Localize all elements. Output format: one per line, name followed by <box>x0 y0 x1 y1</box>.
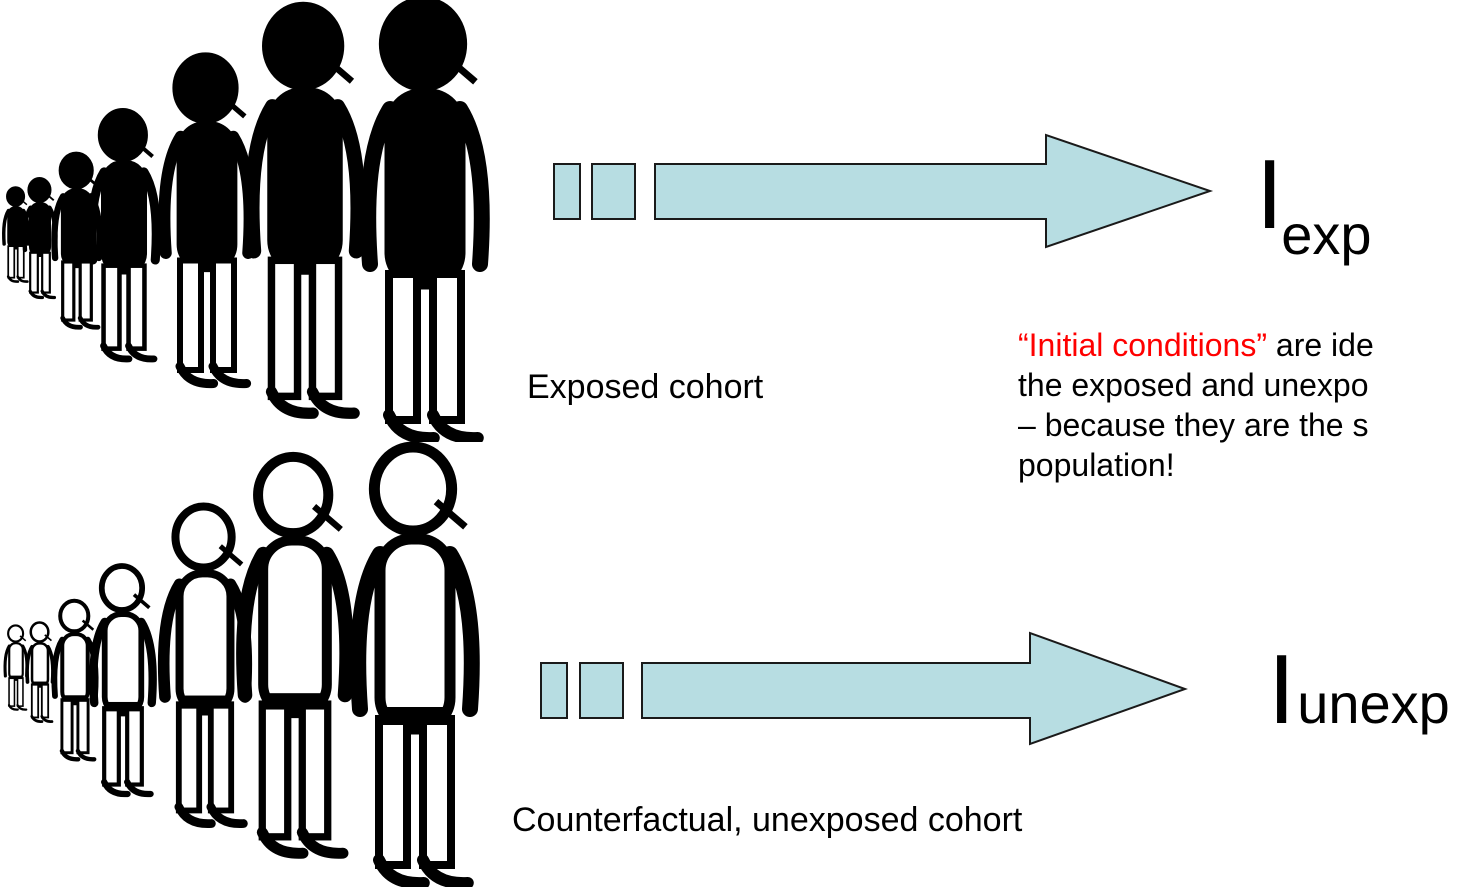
note-line-1: “Initial conditions” are ide <box>1018 325 1478 365</box>
exposed-person-icon <box>244 1 366 419</box>
arrow-dash-2 <box>591 163 636 220</box>
arrow-body <box>654 133 1214 249</box>
exposed-arrow <box>553 133 1214 249</box>
incidence-unexposed-subscript: unexp <box>1297 672 1450 735</box>
unexposed-person-icon <box>51 598 99 762</box>
arrow-dash-2 <box>579 662 624 719</box>
exposed-person-icon <box>51 151 103 330</box>
unexposed-person-icon <box>157 502 253 828</box>
note-line-3: – because they are the s <box>1018 407 1369 443</box>
unexposed-arrow <box>540 631 1188 746</box>
unexposed-figures <box>3 441 480 887</box>
unexposed-person-icon <box>25 621 55 723</box>
note-line-4: population! <box>1018 447 1175 483</box>
unexposed-person-icon <box>89 563 157 798</box>
arrow-dash-1 <box>553 163 581 220</box>
incidence-exposed: Iexp <box>1256 139 1372 263</box>
note-highlight: “Initial conditions” <box>1018 327 1267 363</box>
exposed-person-icon <box>87 108 161 363</box>
unexposed-cohort-label: Counterfactual, unexposed cohort <box>512 801 1023 839</box>
exposed-person-icon <box>360 0 490 442</box>
incidence-exposed-symbol: I <box>1256 139 1284 249</box>
exposed-person-icon <box>22 177 58 300</box>
arrow-body <box>641 631 1188 746</box>
incidence-exposed-subscript: exp <box>1281 203 1372 266</box>
exposed-figures <box>2 0 490 442</box>
initial-conditions-note: “Initial conditions” are ide the exposed… <box>1018 325 1478 485</box>
unexposed-person-icon <box>236 451 354 859</box>
unexposed-person-icon <box>350 441 480 887</box>
arrow-dash-1 <box>540 662 568 719</box>
note-line-2: the exposed and unexpo <box>1018 367 1369 403</box>
unexposed-person-icon <box>3 624 29 711</box>
note-line-1-rest: are ide <box>1267 327 1374 363</box>
incidence-unexposed: Iunexp <box>1268 640 1450 738</box>
incidence-unexposed-symbol: I <box>1268 634 1296 744</box>
exposed-cohort-label: Exposed cohort <box>527 368 764 406</box>
exposed-person-icon <box>158 52 256 389</box>
exposed-person-icon <box>2 186 30 283</box>
